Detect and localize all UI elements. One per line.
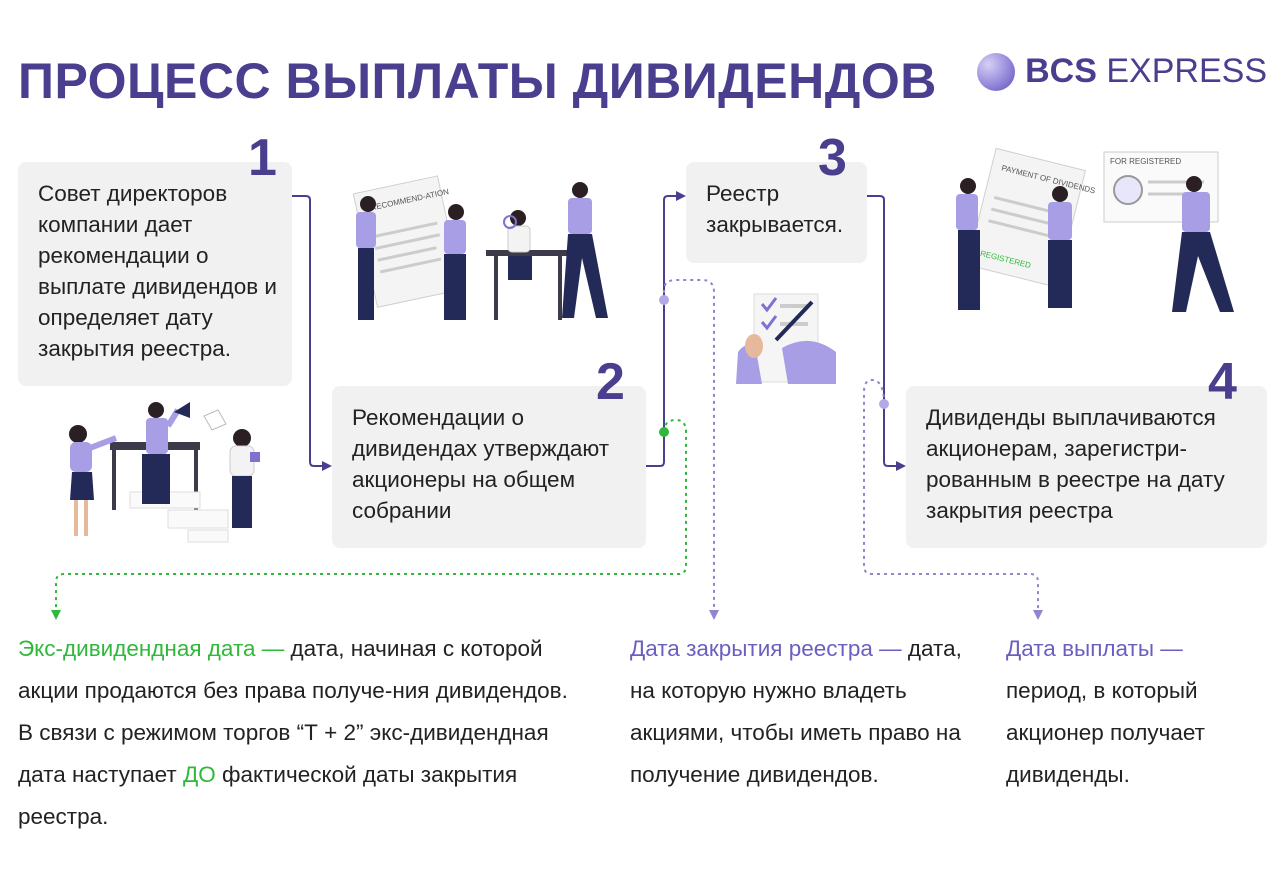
- step-2-text: Рекомендации о дивидендах утверждают акц…: [352, 405, 610, 523]
- step-2-box: Рекомендации о дивидендах утверждают акц…: [332, 386, 646, 548]
- ex-dividend-text-1: дата, начиная с которой акции продаются …: [18, 636, 568, 787]
- step-4-text: Дивиденды выплачиваются акционерам, заре…: [926, 405, 1225, 523]
- page-title: ПРОЦЕСС ВЫПЛАТЫ ДИВИДЕНДОВ: [18, 53, 937, 109]
- record-date-arrow: [709, 610, 719, 620]
- magnifier-icon: [1113, 175, 1143, 205]
- board-meeting-illustration: [69, 402, 260, 543]
- check-icon: [760, 297, 778, 313]
- bcs-express-logo: BCS EXPRESS: [977, 52, 1267, 91]
- logo-sphere-icon: [977, 52, 1016, 91]
- check-icon: [760, 315, 778, 331]
- ex-dividend-text-2: фактической даты закрытия реестра.: [18, 762, 518, 829]
- step-2-number: 2: [596, 353, 625, 411]
- connector-2-3: [646, 195, 684, 467]
- payment-illustration: PAYMENT OF DIVIDENDS REGISTERED FOR REGI…: [956, 147, 1234, 312]
- step-4-number: 4: [1208, 353, 1237, 411]
- ex-dividend-arrow: [51, 610, 61, 620]
- payment-date-arrow: [1033, 610, 1043, 620]
- logo-bold-text: BCS: [1025, 52, 1097, 90]
- step-3-box: Реестр закрывается.: [686, 162, 867, 263]
- for-registered-label: FOR REGISTERED: [1110, 157, 1181, 166]
- step-1-box: Совет директоров компании дает рекоменда…: [18, 162, 292, 386]
- ex-dividend-highlight: ДО: [182, 762, 216, 787]
- checklist-illustration: [736, 293, 836, 384]
- step-1-number: 1: [248, 129, 277, 187]
- step-3-number: 3: [818, 129, 847, 187]
- record-date-dot: [659, 295, 669, 305]
- step-4-box: Дивиденды выплачиваются акционерам, заре…: [906, 386, 1267, 548]
- ex-dividend-definition: Экс-дивидендная дата — дата, начиная с к…: [18, 628, 578, 838]
- ex-dividend-link: [55, 418, 687, 612]
- record-date-text: дата, на которую нужно владеть акциями, …: [630, 636, 962, 787]
- connector-1-2: [292, 195, 330, 467]
- step-3-text: Реестр закрывается.: [706, 181, 844, 237]
- step-1-text: Совет директоров компании дает рекоменда…: [38, 181, 277, 361]
- arrow-1-2: [322, 461, 332, 471]
- payment-date-term: Дата выплаты —: [1006, 636, 1183, 661]
- payment-date-dot: [879, 399, 889, 409]
- ex-dividend-dot: [659, 427, 669, 437]
- payment-date-link: [863, 378, 1039, 612]
- recommendation-illustration: RECOMMEND-ATION: [352, 175, 608, 320]
- record-date-definition: Дата закрытия реестра — дата, на которую…: [630, 628, 970, 796]
- logo-light-text: EXPRESS: [1106, 52, 1267, 90]
- arrow-3-4: [896, 461, 906, 471]
- record-date-term: Дата закрытия реестра —: [630, 636, 902, 661]
- payment-date-definition: Дата выплаты — период, в который акционе…: [1006, 628, 1266, 796]
- connector-3-4: [867, 195, 904, 467]
- payment-date-text: период, в который акционер получает диви…: [1006, 678, 1205, 787]
- record-date-link: [663, 279, 715, 610]
- ex-dividend-term: Экс-дивидендная дата —: [18, 636, 285, 661]
- arrow-2-3: [676, 191, 686, 201]
